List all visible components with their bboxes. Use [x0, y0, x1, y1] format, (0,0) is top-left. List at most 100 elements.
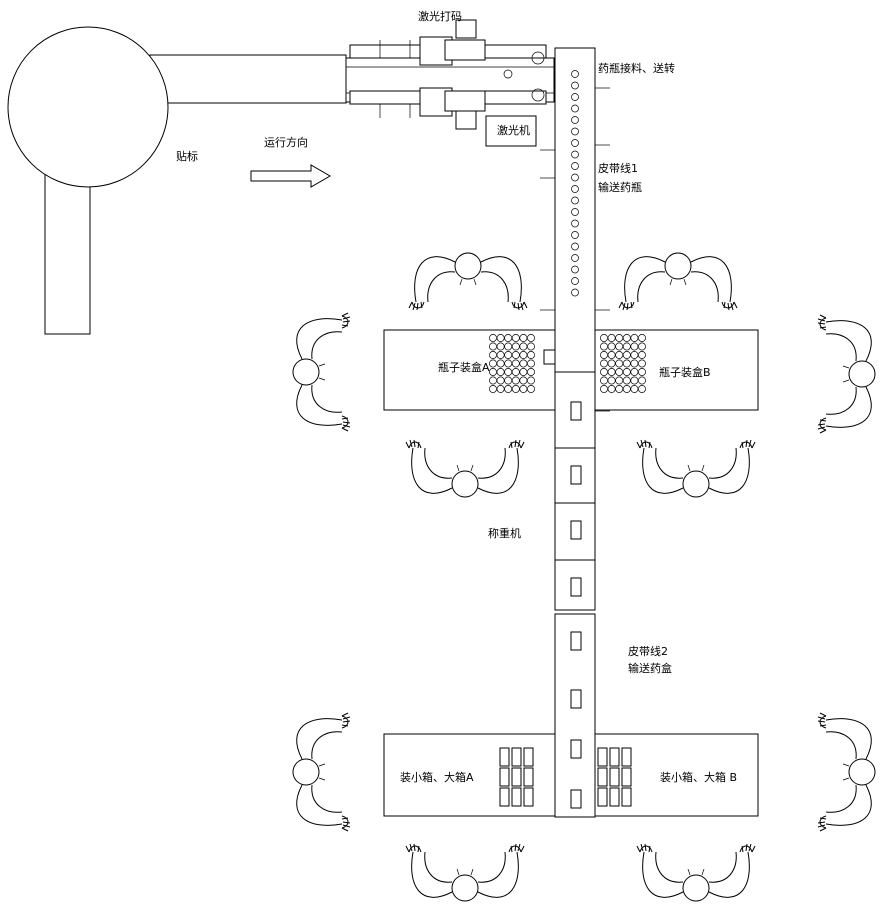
box-slot — [511, 747, 522, 767]
box-slot — [511, 787, 522, 807]
roller — [571, 150, 579, 159]
box-slot — [621, 747, 632, 767]
laser-marking-label: 激光打码 — [418, 9, 462, 23]
laser-machine-label: 激光机 — [497, 123, 530, 137]
box-slot — [499, 787, 510, 807]
bottle-slot — [527, 351, 535, 359]
bottle-slot — [615, 334, 624, 342]
roller — [571, 104, 579, 113]
bottle-slot — [638, 376, 646, 385]
bottle-slot — [630, 376, 639, 385]
operator-7 — [292, 712, 351, 832]
box-slot — [621, 767, 632, 787]
bottle-slot — [622, 351, 631, 359]
bottle-slot — [519, 385, 528, 393]
bottle-slot — [600, 359, 608, 368]
bottle-slot — [607, 342, 616, 351]
box-slot — [523, 767, 534, 787]
bottle-slot — [600, 334, 608, 342]
bottle-slot — [489, 368, 497, 376]
bottle-slot — [489, 351, 497, 359]
bottle-slot — [638, 342, 646, 351]
bottle-slot — [504, 351, 513, 359]
belt-line-1 — [540, 47, 610, 412]
roller — [571, 81, 579, 90]
roller — [571, 288, 579, 297]
bottle-slot — [527, 359, 535, 368]
bottle-slot — [504, 334, 513, 342]
roller — [571, 219, 579, 228]
bottle-slot — [504, 376, 513, 385]
bottle-slot — [496, 342, 505, 351]
roller — [571, 196, 579, 205]
box-slot — [609, 767, 620, 787]
bottle-slot — [519, 351, 528, 359]
bottle-slot — [527, 385, 535, 393]
roller — [571, 231, 579, 239]
bottle-slot — [622, 368, 631, 376]
bottle-slot — [511, 334, 520, 342]
bottle-slot — [496, 359, 505, 368]
operator-8 — [817, 712, 876, 832]
roller — [571, 185, 579, 193]
bottle-slot — [607, 334, 616, 342]
roller — [571, 70, 579, 78]
bottle-slot — [489, 334, 497, 342]
bottle-slot — [622, 334, 631, 342]
direction-arrow — [250, 164, 331, 188]
bottle-slot — [496, 334, 505, 342]
bottle-slot — [607, 351, 616, 359]
bottle-slot — [511, 368, 520, 376]
direction-label: 运行方向 — [264, 135, 308, 149]
bottle-slot — [615, 385, 624, 393]
roller — [571, 242, 579, 251]
box-slot — [499, 767, 510, 787]
operator-4 — [817, 314, 876, 434]
operator-5 — [405, 439, 525, 498]
box-slot — [597, 787, 608, 807]
weigher-conveyor — [554, 371, 596, 611]
bottle-slot — [615, 376, 624, 385]
box-slot — [609, 787, 620, 807]
box-slot — [609, 747, 620, 767]
bottle-slot — [511, 376, 520, 385]
box-slot — [499, 747, 510, 767]
box-slot — [597, 767, 608, 787]
belt1-label-line1: 皮带线1 — [598, 161, 638, 175]
bottle-slot — [511, 385, 520, 393]
roller — [571, 277, 579, 285]
bottle-slot — [638, 351, 646, 359]
bottle-slot — [519, 334, 528, 342]
bottle-slot — [489, 359, 497, 368]
bottle-slot — [638, 334, 646, 342]
box-slot — [621, 787, 632, 807]
roller — [571, 116, 579, 124]
bottle-slot — [615, 368, 624, 376]
bottle-slot — [504, 342, 513, 351]
roller — [571, 127, 579, 136]
roller — [571, 93, 579, 101]
pack-b-label: 瓶子装盒B — [659, 365, 711, 379]
bottle-slot — [519, 342, 528, 351]
bottle-slot — [504, 368, 513, 376]
belt1-label-line2: 输送药瓶 — [598, 180, 642, 194]
bottle-slot — [607, 376, 616, 385]
roller — [571, 265, 579, 274]
bottle-packing-station — [383, 329, 759, 411]
roller — [571, 208, 579, 216]
bottle-slot — [622, 376, 631, 385]
box-slot — [597, 747, 608, 767]
bottle-slot — [600, 376, 608, 385]
bottle-slot — [511, 359, 520, 368]
bottle-slot — [622, 342, 631, 351]
bottle-slot — [600, 385, 608, 393]
operator-6 — [636, 439, 756, 498]
labeling-machine — [7, 26, 347, 335]
bottle-slot — [600, 368, 608, 376]
bottle-slot — [615, 342, 624, 351]
boxing-a-label: 装小箱、大箱A — [400, 770, 474, 784]
operator-1 — [408, 252, 528, 311]
bottle-slot — [638, 385, 646, 393]
bottle-slot — [527, 376, 535, 385]
